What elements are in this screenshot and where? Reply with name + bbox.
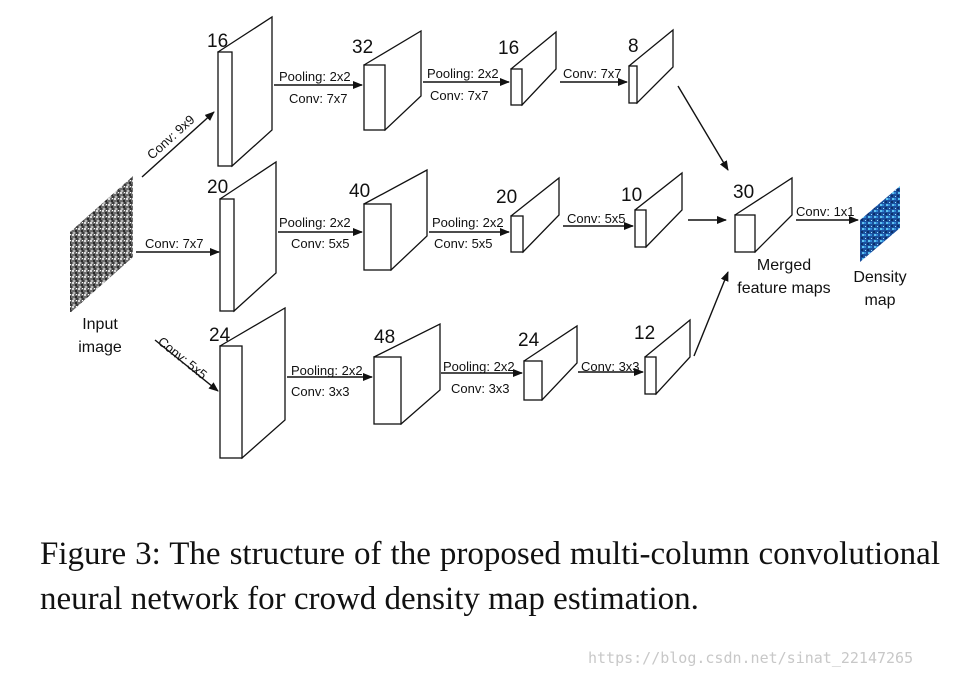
col2-ch-3: 20 [496, 187, 517, 208]
merged-label-2: feature maps [737, 280, 830, 297]
col3-conv-3: Conv: 3x3 [581, 359, 640, 374]
col2-block-2 [363, 168, 428, 272]
col1-block-4 [628, 28, 674, 105]
col2-block-4 [634, 171, 683, 249]
density-label-1: Density [853, 269, 906, 286]
col1-ch-4: 8 [628, 36, 639, 57]
col3-arrow-merge [693, 271, 729, 357]
col3-entry-conv: Conv: 5x5 [155, 334, 210, 383]
col1-ch-3: 16 [498, 38, 519, 59]
col2-ch-2: 40 [349, 181, 370, 202]
col1-block-1 [217, 15, 273, 168]
col3-ch-1: 24 [209, 325, 231, 346]
col2-pool-2: Pooling: 2x2 [432, 215, 504, 230]
col3-block-3 [523, 324, 578, 402]
col3-pool-1: Pooling: 2x2 [291, 363, 363, 378]
col2-block-1 [219, 160, 277, 313]
merged-block [734, 176, 793, 254]
density-map [860, 186, 900, 262]
arrow-input-to-col1 [141, 111, 215, 178]
col1-entry-conv: Conv: 9x9 [144, 112, 198, 162]
merged-conv: Conv: 1x1 [796, 204, 855, 219]
col1-ch-1: 16 [207, 31, 228, 52]
col1-block-3 [510, 30, 557, 107]
col1-pool-2: Pooling: 2x2 [427, 66, 499, 81]
col3-conv-1: Conv: 3x3 [291, 384, 350, 399]
density-label-2: map [864, 292, 895, 309]
watermark: https://blog.csdn.net/sinat_22147265 [588, 649, 914, 667]
col1-ch-2: 32 [352, 37, 373, 58]
col2-conv-2: Conv: 5x5 [434, 236, 493, 251]
col2-conv-1: Conv: 5x5 [291, 236, 350, 251]
col2-pool-1: Pooling: 2x2 [279, 215, 351, 230]
col2-ch-4: 10 [621, 185, 642, 206]
col3-ch-3: 24 [518, 330, 540, 351]
col3-conv-2: Conv: 3x3 [451, 381, 510, 396]
col1-arrow-merge [677, 85, 729, 171]
mccnn-diagram: Input image Conv: 9x9 Conv: 7x7 Conv: 5x… [70, 15, 907, 460]
col2-ch-1: 20 [207, 177, 228, 198]
col3-ch-4: 12 [634, 323, 655, 344]
figure-caption: Figure 3: The structure of the proposed … [40, 536, 940, 617]
arrow-input-to-col3 [154, 339, 219, 392]
col1-conv-3: Conv: 7x7 [563, 66, 622, 81]
col2-block-3 [510, 176, 560, 254]
input-label-1: Input [82, 316, 118, 333]
col2-entry-conv: Conv: 7x7 [145, 236, 204, 251]
col1-pool-1: Pooling: 2x2 [279, 69, 351, 84]
col1-block-2 [363, 29, 422, 132]
col2-conv-3: Conv: 5x5 [567, 211, 626, 226]
col3-block-2 [373, 322, 441, 426]
col1-conv-2: Conv: 7x7 [430, 88, 489, 103]
input-image [70, 176, 133, 313]
col3-block-4 [644, 318, 691, 396]
input-label-2: image [78, 339, 122, 356]
col3-ch-2: 48 [374, 327, 395, 348]
merged-label-1: Merged [757, 257, 811, 274]
col1-conv-1: Conv: 7x7 [289, 91, 348, 106]
col3-pool-2: Pooling: 2x2 [443, 359, 515, 374]
merged-ch: 30 [733, 182, 754, 203]
col3-block-1 [219, 306, 286, 460]
